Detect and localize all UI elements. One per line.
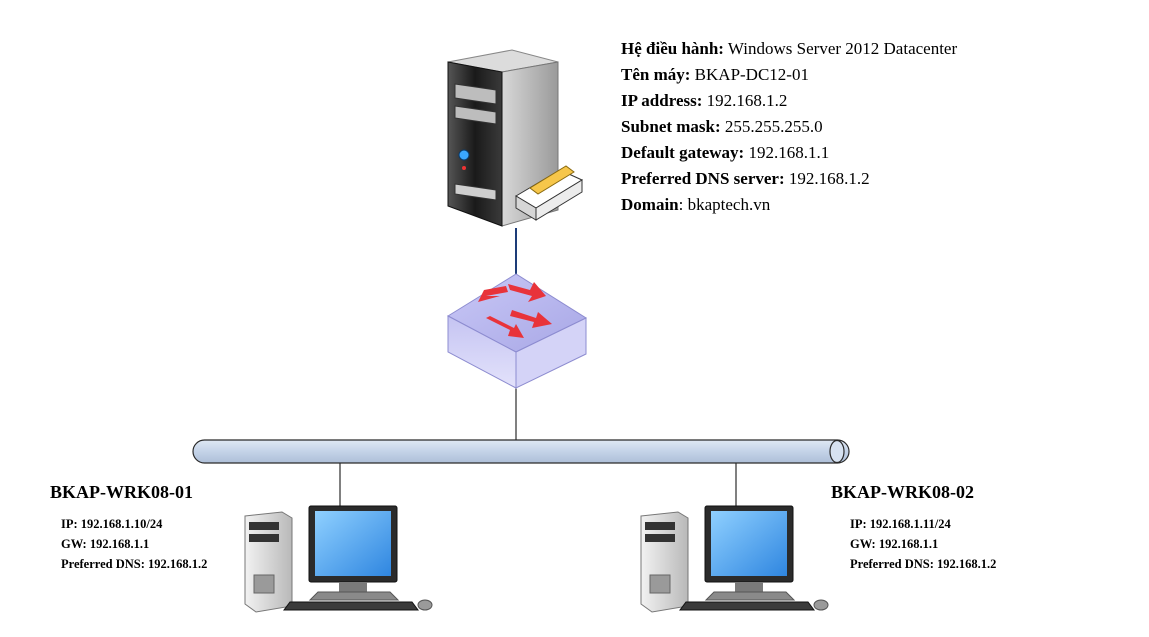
server-info-key: Tên máy: xyxy=(621,65,691,84)
network-bus xyxy=(192,439,850,464)
server-info-value: : bkaptech.vn xyxy=(678,195,771,214)
server-icon xyxy=(447,49,584,227)
server-info-key: IP address: xyxy=(621,91,703,110)
server-info-key: Subnet mask: xyxy=(621,117,721,136)
server-info-value: Windows Server 2012 Datacenter xyxy=(723,39,958,58)
workstation-2-info: IP: 192.168.1.11/24 GW: 192.168.1.1 Pref… xyxy=(850,514,996,574)
server-info-hostname: Tên máy: BKAP-DC12-01 xyxy=(621,62,957,88)
server-info-value: 192.168.1.2 xyxy=(784,169,870,188)
server-info-ip: IP address: 192.168.1.2 xyxy=(621,88,957,114)
server-info-key: Hệ điều hành: xyxy=(621,39,724,58)
workstation-1-ip: IP: 192.168.1.10/24 xyxy=(61,517,163,531)
server-info-key: Default gateway: xyxy=(621,143,745,162)
server-info-dns: Preferred DNS server: 192.168.1.2 xyxy=(621,166,957,192)
server-info-domain: Domain: bkaptech.vn xyxy=(621,192,957,218)
server-info-value: 255.255.255.0 xyxy=(720,117,823,136)
workstation-2-name: BKAP-WRK08-02 xyxy=(831,482,974,502)
workstation-2-dns: Preferred DNS: 192.168.1.2 xyxy=(850,557,997,571)
server-info-gateway: Default gateway: 192.168.1.1 xyxy=(621,140,957,166)
switch-icon xyxy=(446,273,588,389)
server-info-value: BKAP-DC12-01 xyxy=(690,65,809,84)
server-info-subnet: Subnet mask: 255.255.255.0 xyxy=(621,114,957,140)
workstation-1-info: IP: 192.168.1.10/24 GW: 192.168.1.1 Pref… xyxy=(61,514,207,574)
workstation-1-name: BKAP-WRK08-01 xyxy=(50,482,193,502)
server-info-os: Hệ điều hành: Windows Server 2012 Datace… xyxy=(621,36,957,62)
workstation-2-gw: GW: 192.168.1.1 xyxy=(850,537,939,551)
workstation-1-dns: Preferred DNS: 192.168.1.2 xyxy=(61,557,208,571)
workstation-1-icon xyxy=(244,505,433,613)
switch-arrows-icon xyxy=(478,282,552,338)
server-info-value: 192.168.1.1 xyxy=(744,143,830,162)
server-info-value: 192.168.1.2 xyxy=(702,91,788,110)
workstation-2-icon xyxy=(640,505,829,613)
server-info-key: Preferred DNS server: xyxy=(621,169,785,188)
server-info: Hệ điều hành: Windows Server 2012 Datace… xyxy=(621,36,957,218)
server-info-key: Domain xyxy=(621,195,679,214)
workstation-2-ip: IP: 192.168.1.11/24 xyxy=(850,517,951,531)
workstation-1-gw: GW: 192.168.1.1 xyxy=(61,537,150,551)
